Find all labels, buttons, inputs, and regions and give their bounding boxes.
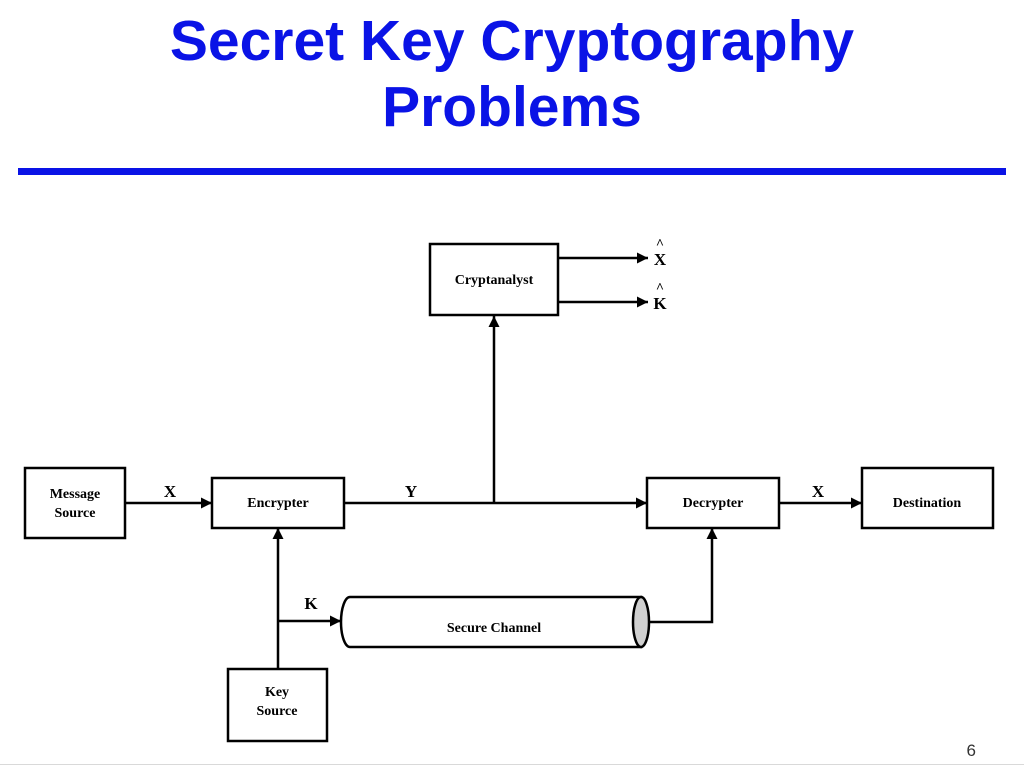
decrypter-box: Decrypter <box>645 476 781 530</box>
key-source-box: Key Source <box>226 667 329 743</box>
label-x-plaintext-out: X <box>812 482 825 501</box>
svg-text:Decrypter: Decrypter <box>683 496 744 511</box>
svg-text:Key: Key <box>265 685 289 700</box>
secure-channel-cylinder: Secure Channel <box>339 595 651 649</box>
svg-text:Cryptanalyst: Cryptanalyst <box>455 273 534 288</box>
svg-text:Source: Source <box>257 704 298 719</box>
arrow-secure-channel-to-decrypter <box>649 528 718 624</box>
title-underline <box>18 168 1006 175</box>
label-x-plaintext-in: X <box>164 482 177 501</box>
page-number: 6 <box>966 741 976 760</box>
footer-divider <box>0 764 1024 765</box>
svg-text:Secure Channel: Secure Channel <box>447 621 541 636</box>
slide-title: Secret Key Cryptography Problems <box>0 8 1024 140</box>
label-k-hat-estimate: K <box>653 294 667 313</box>
cryptanalyst-box: Cryptanalyst <box>428 242 560 317</box>
svg-text:Source: Source <box>55 506 96 521</box>
svg-text:Encrypter: Encrypter <box>247 496 308 511</box>
message-source-box: Message Source <box>23 466 127 540</box>
svg-text:Destination: Destination <box>893 496 962 511</box>
svg-text:Message: Message <box>50 487 101 502</box>
destination-box: Destination <box>860 466 995 530</box>
hat-mark-k: ^ <box>656 281 664 296</box>
hat-mark-x: ^ <box>656 237 664 252</box>
title-line-2: Problems <box>382 75 642 139</box>
label-k-key: K <box>304 594 318 613</box>
label-x-hat-estimate: X <box>654 250 667 269</box>
title-line-1: Secret Key Cryptography <box>169 9 855 73</box>
label-y-ciphertext: Y <box>405 482 417 501</box>
encrypter-box: Encrypter <box>210 476 346 530</box>
